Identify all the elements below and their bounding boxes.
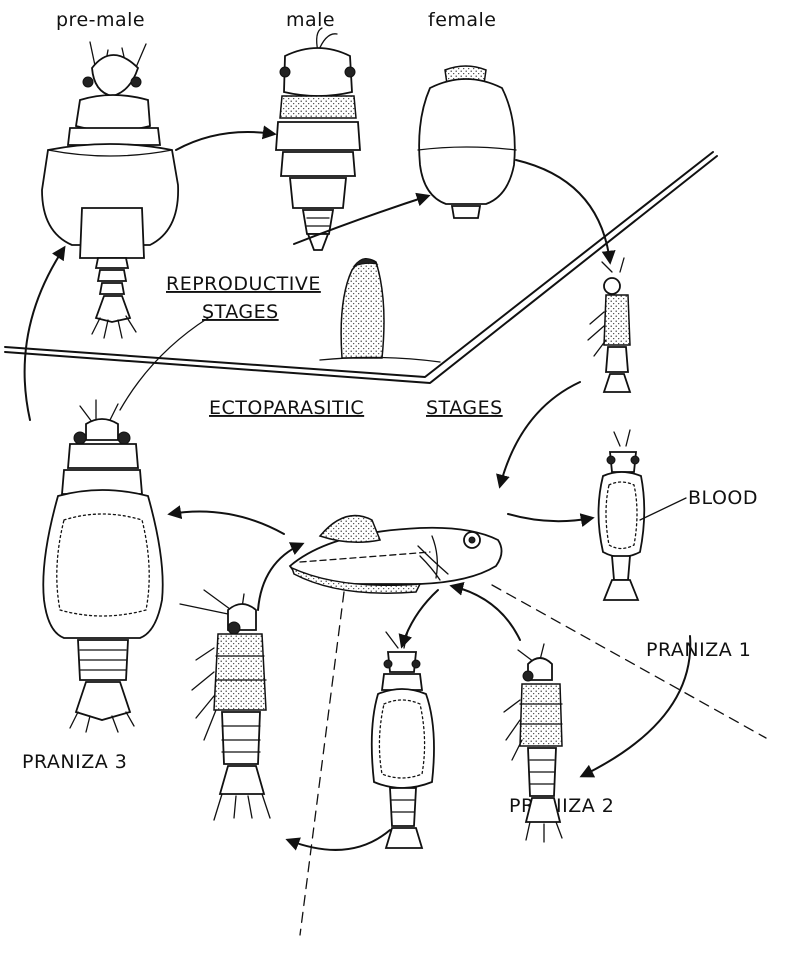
label-reproductive: REPRODUCTIVE	[166, 273, 321, 295]
arrow-fish-to-praniza2	[402, 590, 438, 646]
label-male: male	[286, 9, 335, 31]
label-praniza-3: PRANIZA 3	[22, 751, 127, 773]
praniza-3-feeding-specimen	[180, 590, 270, 820]
blood-leader-line	[640, 498, 686, 520]
praniza-small-specimen	[588, 258, 630, 392]
label-female: female	[428, 9, 497, 31]
label-reproductive-stages: STAGES	[202, 301, 279, 323]
plant-specimen	[320, 258, 440, 362]
praniza-2-blood-specimen	[372, 630, 434, 848]
label-ectoparasitic-stages: STAGES	[426, 397, 503, 419]
arrow-female-to-praniza	[516, 160, 610, 262]
label-blood: BLOOD	[688, 487, 758, 509]
arrow-fish-to-praniza3	[170, 512, 284, 535]
label-ectoparasitic: ECTOPARASITIC	[209, 397, 364, 419]
label-praniza-1: PRANIZA 1	[646, 639, 751, 661]
label-praniza-2: PRANIZA 2	[509, 795, 614, 817]
fish-host	[290, 516, 502, 594]
praniza-1-blood-specimen	[599, 430, 645, 600]
male-specimen	[276, 28, 360, 250]
female-specimen	[418, 66, 516, 218]
praniza-3-large-specimen	[43, 400, 162, 732]
arrow-praniza2-feeding-to-fish	[452, 586, 520, 640]
pre-male-specimen	[42, 42, 178, 338]
arrow-praniza3-feeding-to-fish	[258, 544, 302, 610]
arrow-premale-to-male	[176, 132, 274, 150]
arrow-fish-to-blood	[508, 514, 592, 521]
arrow-praniza2-to-praniza3	[288, 830, 390, 850]
label-pre-male: pre-male	[56, 9, 145, 31]
arrow-praniza3-to-premale	[25, 248, 64, 420]
arrow-praniza-to-fish	[500, 382, 580, 486]
dashed-divider-vertical	[300, 592, 344, 935]
